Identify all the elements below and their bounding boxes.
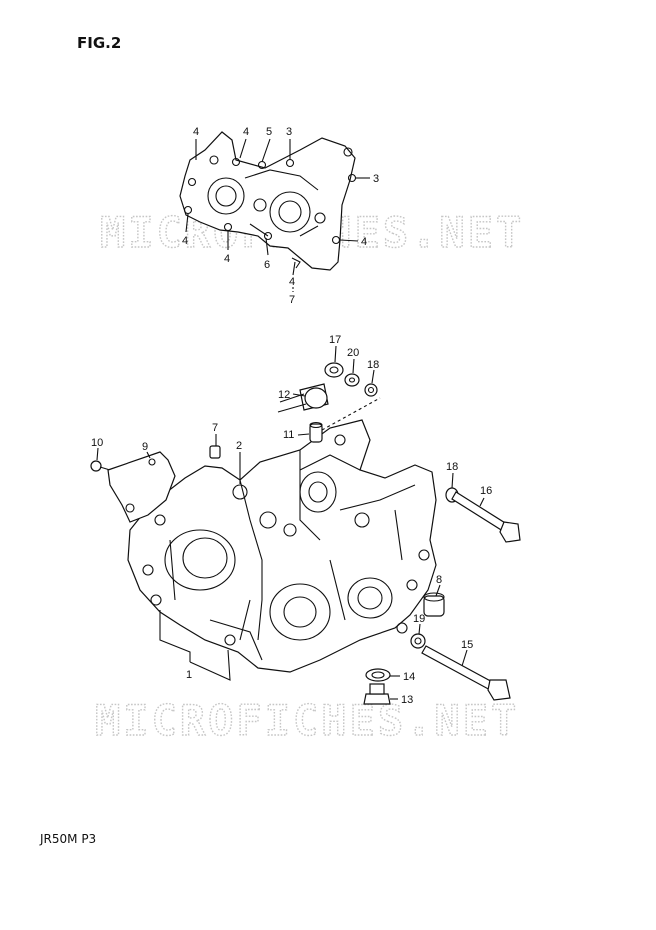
drain-plug-13 [363,693,391,705]
nut-17 [324,362,344,378]
callout-16: 16 [480,485,492,497]
callout-19: 19 [413,613,425,625]
cover-plate-9 [107,451,176,523]
callout-18-a: 18 [367,359,379,371]
callout-3-a: 3 [286,126,292,138]
callout-14: 14 [403,671,415,683]
callout-2: 2 [236,440,242,452]
callout-17: 17 [329,334,341,346]
callout-4-b: 4 [243,126,249,138]
model-code: JR50M P3 [40,832,97,846]
bolt-16 [451,491,511,534]
callout-4-f: 4 [289,276,295,288]
upper-callouts: 4 4 5 3 3 4 4 4 6 4 7 [182,126,379,306]
washer-18-a [364,383,378,397]
crankcase-gasket [179,131,357,271]
callout-11: 11 [283,429,294,441]
callout-3-b: 3 [373,173,379,185]
callout-4-d: 4 [224,253,230,265]
screw-10 [90,460,102,472]
washer-20 [344,373,360,387]
upper-leaders [185,138,370,292]
dowel-7 [209,445,221,459]
callout-7-a: 7 [289,294,295,306]
watermark-lower: MICROFICHES.NET [95,696,519,745]
callout-20: 20 [347,347,359,359]
callout-4-e: 4 [361,236,367,248]
callout-5: 5 [266,126,272,138]
callout-6: 6 [264,259,270,271]
callout-9: 9 [142,441,148,453]
callout-4-c: 4 [182,235,188,247]
bolt-15 [421,645,497,692]
callout-12: 12 [278,389,290,401]
callout-15: 15 [461,639,473,651]
pin-11 [309,423,323,443]
callout-13: 13 [401,694,413,706]
figure-title: FIG.2 [77,34,122,52]
gasket-14 [365,668,391,682]
callout-18-b: 18 [446,461,458,473]
washer-19 [410,633,426,649]
callout-1: 1 [186,669,192,681]
lower-leaders [96,345,485,700]
callout-7-b: 7 [212,422,218,434]
callout-8: 8 [436,574,442,586]
bushing-8 [423,595,445,617]
callout-4-a: 4 [193,126,199,138]
callout-10: 10 [91,437,103,449]
small-parts [90,362,521,705]
crankcase-assembly [127,419,437,673]
lower-callouts: 17 20 18 12 11 7 2 10 9 18 16 8 19 15 1 … [91,334,492,706]
